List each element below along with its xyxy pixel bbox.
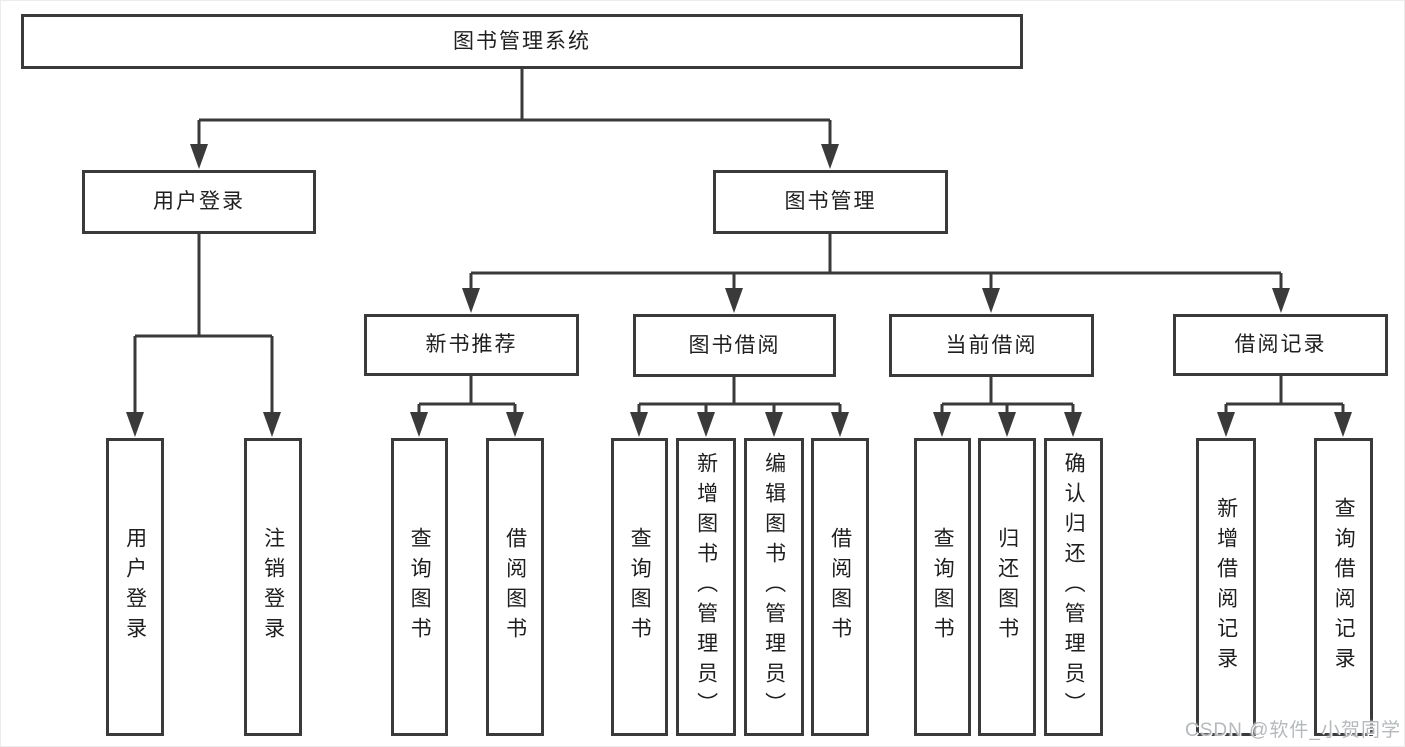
arrow-icon bbox=[998, 412, 1016, 437]
arrowheads bbox=[126, 144, 1352, 437]
leaf-borrow-books-borrow: 借阅图书 bbox=[811, 438, 869, 736]
arrow-icon bbox=[1064, 412, 1082, 437]
connector-newbook-children bbox=[417, 376, 517, 422]
leaf-add-borrow-record: 新增借阅记录 bbox=[1196, 438, 1256, 736]
leaf-return-book: 归还图书 bbox=[978, 438, 1036, 736]
arrow-icon bbox=[190, 144, 208, 169]
connector-borrowrecord-children bbox=[1224, 376, 1345, 422]
arrow-icon bbox=[982, 288, 1000, 313]
leaf-borrow-books-newbook: 借阅图书 bbox=[486, 438, 544, 736]
arrow-icon bbox=[933, 412, 951, 437]
csdn-watermark: CSDN @软件_小贺同学 bbox=[1185, 720, 1401, 741]
arrow-icon bbox=[126, 412, 144, 437]
arrow-icon bbox=[1217, 412, 1235, 437]
leaf-user-login: 用户登录 bbox=[106, 438, 164, 736]
arrow-icon bbox=[506, 412, 524, 437]
node-user-login: 用户登录 bbox=[82, 170, 316, 234]
leaf-logout-login: 注销登录 bbox=[244, 438, 302, 736]
leaf-edit-book-admin: 编辑图书（管理员） bbox=[744, 438, 804, 736]
connector-bookmgmt-to-level3 bbox=[469, 234, 1283, 298]
arrow-icon bbox=[765, 412, 783, 437]
arrow-icon bbox=[1334, 412, 1352, 437]
node-book-management: 图书管理 bbox=[713, 170, 948, 234]
arrow-icon bbox=[462, 288, 480, 313]
arrow-icon bbox=[831, 412, 849, 437]
leaf-add-book-admin: 新增图书（管理员） bbox=[676, 438, 736, 736]
node-borrowing-records: 借阅记录 bbox=[1173, 314, 1388, 376]
arrow-icon bbox=[410, 412, 428, 437]
leaf-query-books-current: 查询图书 bbox=[914, 438, 971, 736]
leaf-query-books-borrow: 查询图书 bbox=[611, 438, 668, 736]
arrow-icon bbox=[821, 144, 839, 169]
arrow-icon bbox=[630, 412, 648, 437]
arrow-icon bbox=[725, 288, 743, 313]
node-current-borrowing: 当前借阅 bbox=[889, 314, 1094, 377]
node-book-borrowing: 图书借阅 bbox=[633, 314, 836, 377]
leaf-query-books-newbook: 查询图书 bbox=[391, 438, 448, 736]
connector-bookborrow-children bbox=[637, 376, 842, 422]
arrow-icon bbox=[697, 412, 715, 437]
leaf-confirm-return-admin: 确认归还（管理员） bbox=[1044, 438, 1103, 736]
arrow-icon bbox=[263, 412, 281, 437]
connector-root-to-level2 bbox=[197, 69, 832, 154]
node-library-management-system: 图书管理系统 bbox=[21, 14, 1023, 69]
connector-userlogin-children bbox=[133, 234, 274, 422]
leaf-query-borrow-record: 查询借阅记录 bbox=[1314, 438, 1373, 736]
arrow-icon bbox=[1272, 288, 1290, 313]
node-new-book-recommendation: 新书推荐 bbox=[364, 314, 579, 376]
